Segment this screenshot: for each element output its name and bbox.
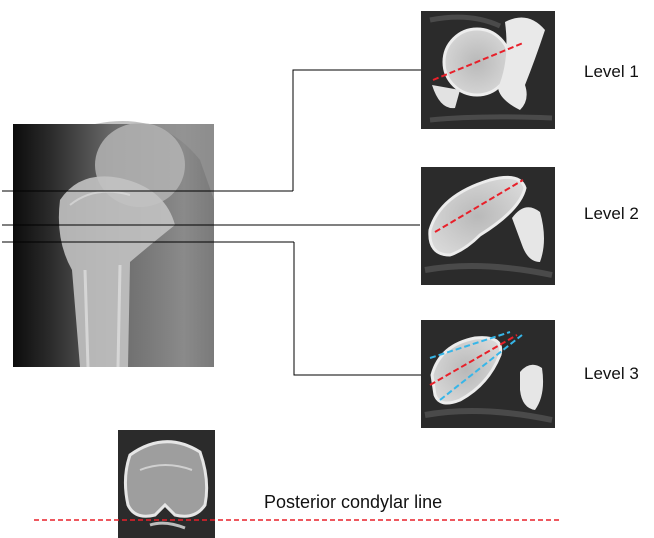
connector-level1 [293,70,421,191]
ct-slice-level3 [421,320,555,428]
connectors [293,70,421,375]
label-level2: Level 2 [584,204,639,224]
label-level3: Level 3 [584,364,639,384]
ct-slice-level2 [421,167,555,285]
connector-level3 [294,242,421,375]
label-level1: Level 1 [584,62,639,82]
ct-slice-knee [118,430,215,538]
femur-xray [13,121,214,367]
ct-slice-level1 [421,11,555,129]
label-posterior-condylar-line: Posterior condylar line [264,492,442,513]
